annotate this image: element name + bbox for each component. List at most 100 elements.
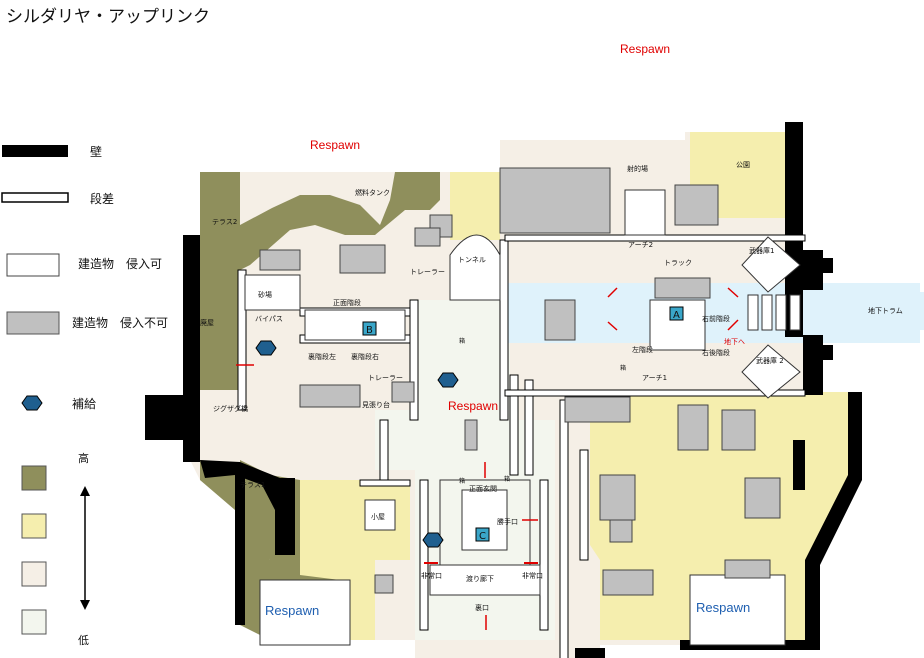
map-labels: 燃料タンク テラス2 砂場 バイパス 正面階段 裏階段左 裏階段右 トレーラー … [200, 161, 903, 612]
legend-wall-swatch [2, 145, 68, 157]
legend-midhigh-swatch [21, 513, 47, 539]
wall-southwest [200, 460, 295, 555]
label-lookout: 見張り台 [362, 400, 390, 409]
respawn-bottom-right: Respawn [696, 600, 750, 615]
supply-icon-1 [255, 340, 277, 356]
legend-supply-label: 補給 [72, 397, 96, 411]
wall-south-mid [575, 648, 605, 658]
wall-east-tram-top [803, 250, 823, 290]
rack-4 [789, 294, 801, 331]
step-right-long [559, 399, 569, 658]
label-corridor: 渡り廊下 [466, 574, 494, 583]
wall-east-notch2 [823, 345, 833, 360]
label-firing-range: 射的場 [627, 164, 648, 173]
step-ramp-left [509, 374, 519, 476]
legend-low-label: 低 [78, 634, 89, 647]
label-zigzag: ジグザグ橋 [213, 404, 248, 413]
block-a-top [654, 277, 711, 299]
block-upper-mid [339, 244, 386, 274]
point-c-marker [475, 527, 490, 542]
armory1-shape [741, 236, 801, 293]
floor-high-terrace2 [200, 172, 440, 390]
legend-enterable-label: 建造物 侵入可 [78, 256, 162, 271]
label-bypass: バイパス [255, 315, 283, 323]
label-underground-tram: 地下トラム [868, 306, 903, 315]
label-terrace2: テラス2 [212, 218, 237, 226]
legend-supply-icon [21, 395, 43, 411]
wall-southwest-vertical [235, 475, 245, 625]
legend-midlow-swatch [21, 561, 47, 587]
block-arch1 [564, 396, 631, 423]
wall-west [183, 235, 200, 395]
legend-low-swatch [21, 609, 47, 635]
block-firing-big [499, 167, 611, 234]
label-cabin: 小屋 [371, 512, 385, 521]
blocked-buildings [259, 167, 781, 596]
respawn-top-left: Respawn [310, 138, 360, 152]
label-back-stairs-left: 裏階段左 [308, 352, 336, 361]
label-front-stairs: 正面階段 [333, 298, 361, 307]
rack-2 [761, 294, 773, 331]
label-back-stairs-right: 裏階段右 [351, 352, 379, 361]
building-firing-range [624, 189, 666, 236]
legend: 壁 段差 建造物 侵入可 建造物 侵入不可 補給 高 低 [1, 144, 168, 647]
block-right5 [609, 519, 633, 543]
armory2-shape [741, 344, 801, 399]
label-terrace1: テラス1 [240, 481, 265, 489]
step-plaza-vertical [409, 299, 419, 421]
block-right4 [599, 474, 636, 521]
label-box-3: 箱 [504, 475, 510, 483]
step-bottom-left [419, 479, 429, 631]
supply-icon-3 [422, 532, 444, 548]
label-sand: 砂場 [258, 290, 272, 299]
label-box-4: 箱 [620, 364, 626, 372]
building-b [304, 309, 406, 341]
label-arch1: アーチ1 [642, 374, 667, 382]
underground-tram-channel [805, 292, 924, 330]
building-sand [244, 274, 301, 311]
point-b-marker [362, 321, 377, 336]
supply-icon-2 [437, 372, 459, 388]
step-mid-vertical [379, 419, 389, 481]
label-truck: トラック [664, 259, 692, 267]
respawn-building-right [689, 574, 786, 646]
rack-3 [775, 294, 787, 331]
label-trailer2: トレーラー [368, 374, 403, 382]
block-right6 [602, 569, 654, 596]
block-center-small [464, 419, 478, 451]
arrow-4 [727, 319, 739, 331]
block-park [674, 184, 719, 226]
respawn-building-left [259, 579, 351, 646]
step-north-ledge [504, 234, 806, 242]
wall-southeast [805, 392, 862, 648]
block-right2 [721, 409, 756, 451]
legend-step-label: 段差 [90, 191, 114, 206]
armory-racks [747, 294, 801, 331]
label-back-door: 裏口 [475, 603, 489, 612]
label-hut: 廃屋 [200, 318, 214, 327]
label-box-1: 箱 [459, 337, 465, 345]
respawn-center: Respawn [448, 399, 498, 413]
step-tunnel-vertical [499, 239, 509, 421]
building-tunnel [449, 234, 501, 301]
label-armory2: 武器庫 2 [756, 356, 784, 365]
label-back-steps: 右後階段 [702, 348, 730, 357]
wall-west-lower [183, 440, 200, 462]
arrow-1 [607, 287, 618, 298]
block-fuel2 [414, 227, 441, 247]
floor-midhigh-top [450, 172, 500, 240]
legend-high-label: 高 [78, 451, 89, 465]
legend-high-swatch [21, 465, 47, 491]
wall-west-block [145, 395, 200, 440]
respawn-top-center: Respawn [620, 42, 670, 56]
arrow-2 [607, 321, 618, 331]
legend-blocked-label: 建造物 侵入不可 [72, 315, 168, 330]
point-a-marker [669, 306, 684, 321]
arrow-3 [727, 287, 739, 298]
step-right-inner [579, 449, 589, 561]
label-main-entrance: 正面玄関 [469, 484, 497, 493]
label-kitchen-door: 勝手口 [497, 517, 518, 526]
building-cabin [364, 499, 396, 531]
